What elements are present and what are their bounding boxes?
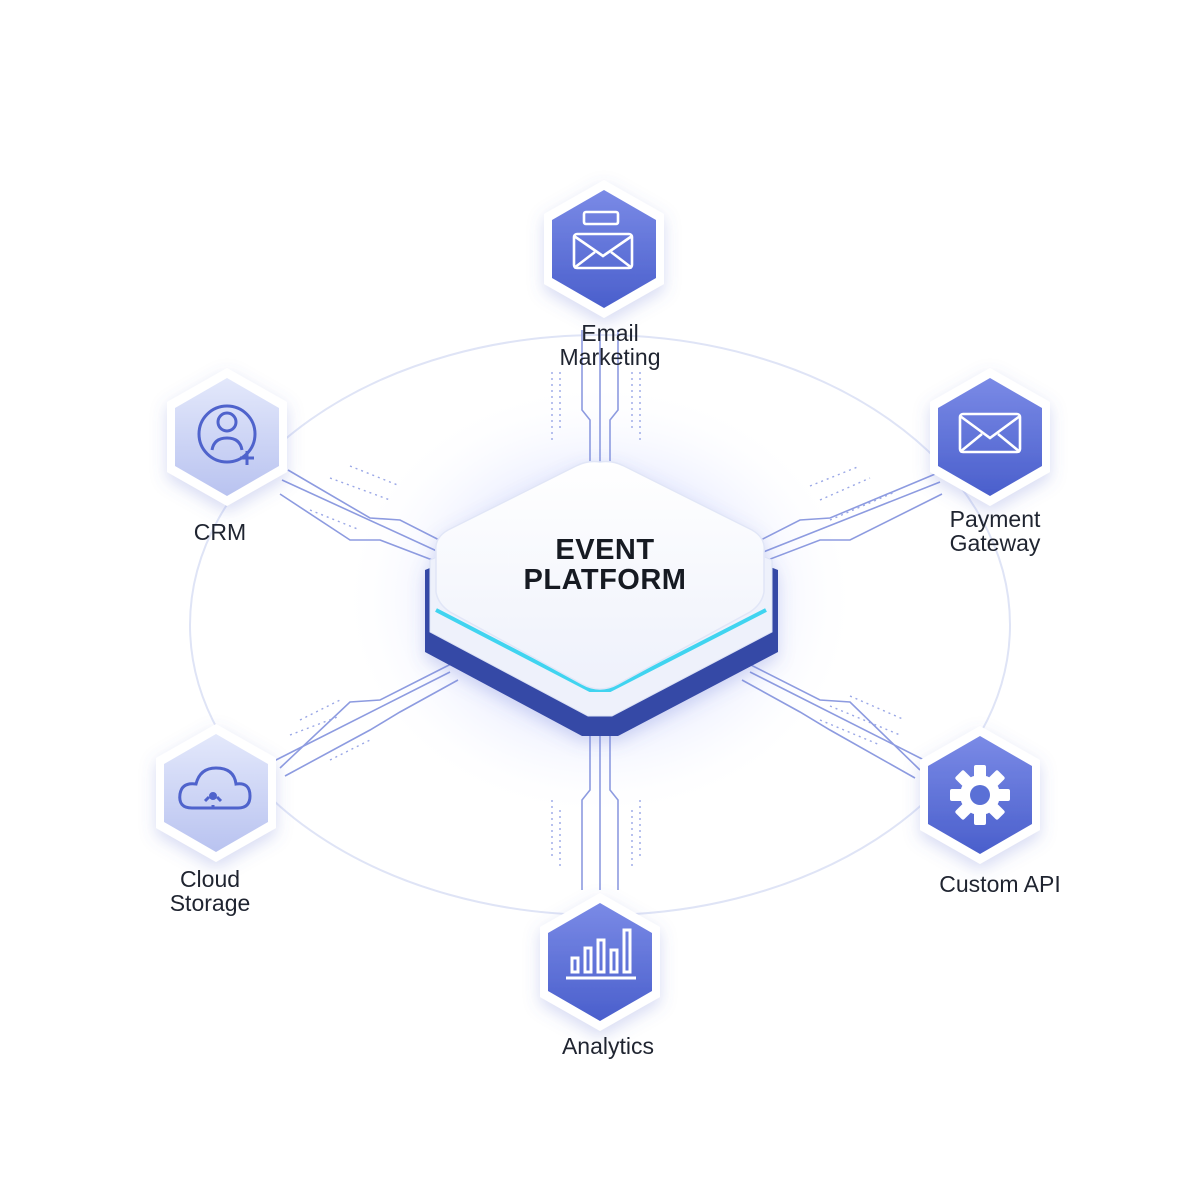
- analytics-node[interactable]: [540, 893, 660, 1031]
- bar-chart-icon: [566, 928, 636, 980]
- connector-api-3: [741, 679, 916, 779]
- crm-node[interactable]: [167, 368, 287, 506]
- cloud-storage-label: Cloud Storage: [169, 866, 251, 916]
- payment-gateway-node[interactable]: [930, 368, 1050, 506]
- connector-cloud-3: [284, 679, 459, 777]
- connector-analytics: [581, 725, 591, 890]
- custom-api-node[interactable]: [920, 726, 1040, 864]
- connector-lines: [271, 330, 943, 890]
- analytics-label: Analytics: [561, 1033, 655, 1059]
- connector-api-2: [749, 671, 929, 763]
- envelope-icon: [958, 412, 1022, 454]
- email-marketing-label: Email Marketing: [559, 320, 661, 370]
- connector-payment-2: [747, 481, 941, 559]
- envelope-icon: [572, 210, 634, 270]
- connector-cloud-2: [271, 671, 451, 763]
- event-platform-node[interactable]: [425, 460, 778, 737]
- connector-cloud: [279, 661, 456, 769]
- circuit-dots: [289, 372, 906, 870]
- gear-icon: [950, 765, 1010, 825]
- connector-crm: [287, 469, 456, 549]
- connector-email-3: [609, 330, 619, 462]
- cloud-storage-node[interactable]: [156, 724, 276, 862]
- connector-api: [744, 661, 921, 771]
- email-marketing-node[interactable]: [544, 180, 664, 318]
- connector-crm-3: [279, 493, 449, 567]
- cloud-icon: [178, 766, 252, 810]
- user-add-icon: [197, 404, 257, 465]
- center-title-line2: PLATFORM: [523, 564, 687, 596]
- connector-payment-3: [751, 493, 943, 567]
- center-title-line1: EVENT: [555, 534, 655, 566]
- center-title: EVENT PLATFORM: [450, 535, 760, 595]
- payment-gateway-label: Payment Gateway: [949, 506, 1041, 556]
- connector-email: [581, 330, 591, 462]
- connector-analytics-3: [609, 725, 619, 890]
- connector-payment: [744, 471, 941, 549]
- connector-crm-2: [281, 479, 453, 559]
- custom-api-label: Custom API: [939, 871, 1061, 897]
- crm-label: CRM: [193, 519, 247, 545]
